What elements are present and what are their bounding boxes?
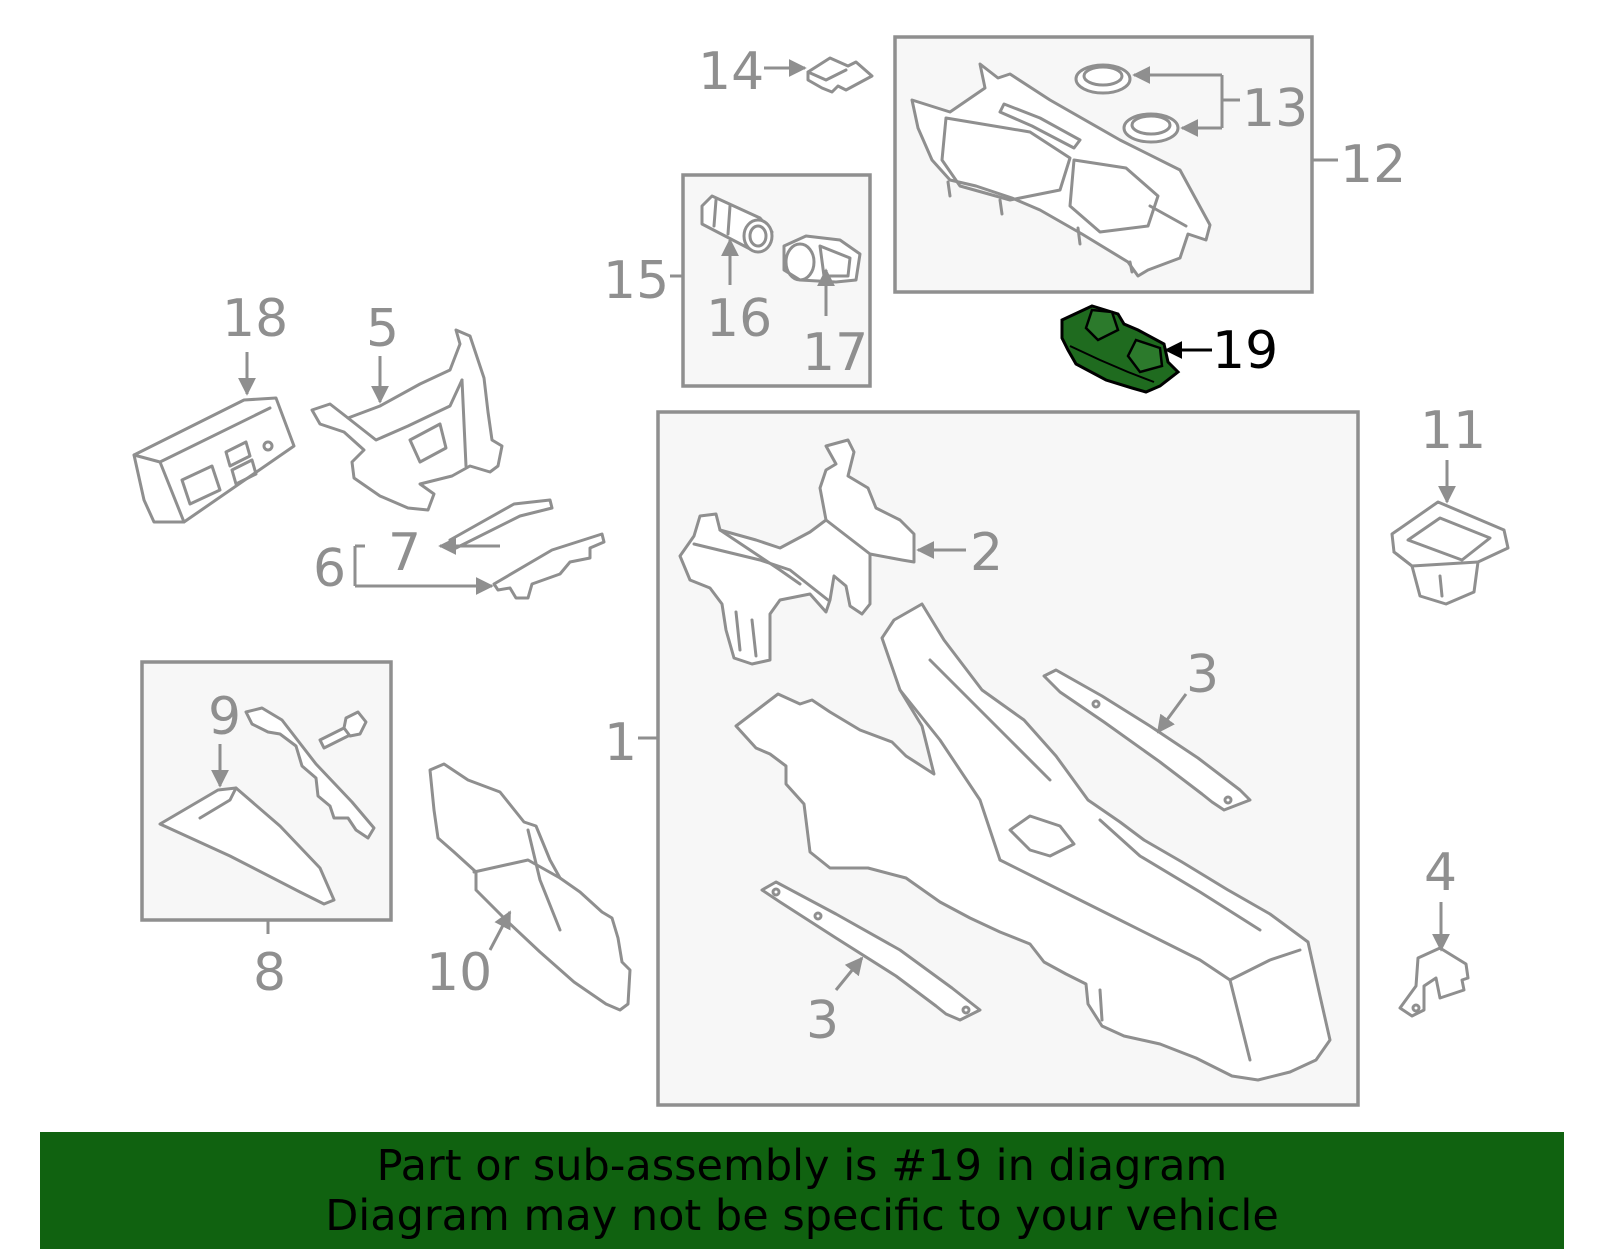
- part-9-screw: [318, 710, 368, 750]
- callout-18: 18: [222, 289, 288, 349]
- box-8-trim: [140, 660, 393, 922]
- callout-12: 12: [1340, 135, 1406, 195]
- leader-lines: [211, 59, 1456, 991]
- banner-line-1: Part or sub-assembly is #19 in diagram: [376, 1140, 1228, 1191]
- part-18-switch-panel: [132, 396, 296, 524]
- part-3-rail-upper: [1042, 668, 1252, 812]
- info-banner: Part or sub-assembly is #19 in diagram D…: [40, 1132, 1564, 1249]
- part-14-clip: [806, 56, 874, 94]
- banner-line-2: Diagram may not be specific to your vehi…: [325, 1190, 1279, 1241]
- part-13-cup-liners: [1074, 63, 1180, 144]
- part-16-socket: [700, 194, 774, 254]
- part-10-side-panel: [428, 762, 632, 1012]
- part-6-trim-strip: [492, 532, 606, 600]
- callout-2: 2: [970, 523, 1003, 583]
- callout-3-lower: 3: [806, 991, 839, 1051]
- callout-17: 17: [802, 323, 868, 383]
- callout-8: 8: [253, 943, 286, 1003]
- callout-9: 9: [208, 687, 241, 747]
- part-1-console-body: [734, 602, 1332, 1082]
- callout-11: 11: [1420, 401, 1486, 461]
- callout-5: 5: [366, 299, 399, 359]
- part-12-cup-holder-tray: [910, 62, 1212, 278]
- part-17-bezel: [782, 234, 862, 284]
- callout-7: 7: [388, 523, 421, 583]
- callout-10: 10: [426, 943, 492, 1003]
- part-9-trim-rail: [244, 706, 376, 840]
- callout-19: 19: [1212, 321, 1278, 381]
- callout-3-upper: 3: [1186, 645, 1219, 705]
- part-5-bracket: [310, 328, 504, 512]
- callout-14: 14: [698, 42, 764, 102]
- callout-1: 1: [604, 713, 637, 773]
- callout-16: 16: [706, 289, 772, 349]
- callout-15: 15: [603, 251, 669, 311]
- part-19-switch-assembly: [1060, 304, 1181, 394]
- part-2-front-bracket: [678, 438, 916, 666]
- part-7-trim-strip: [448, 498, 554, 550]
- part-8-wedge-trim: [158, 786, 336, 906]
- part-11-storage-pocket: [1390, 500, 1510, 606]
- callout-6: 6: [313, 539, 346, 599]
- part-4-bracket: [1398, 946, 1470, 1018]
- callout-13: 13: [1242, 79, 1308, 139]
- callout-4: 4: [1424, 843, 1457, 903]
- part-3-rail-lower: [760, 880, 982, 1022]
